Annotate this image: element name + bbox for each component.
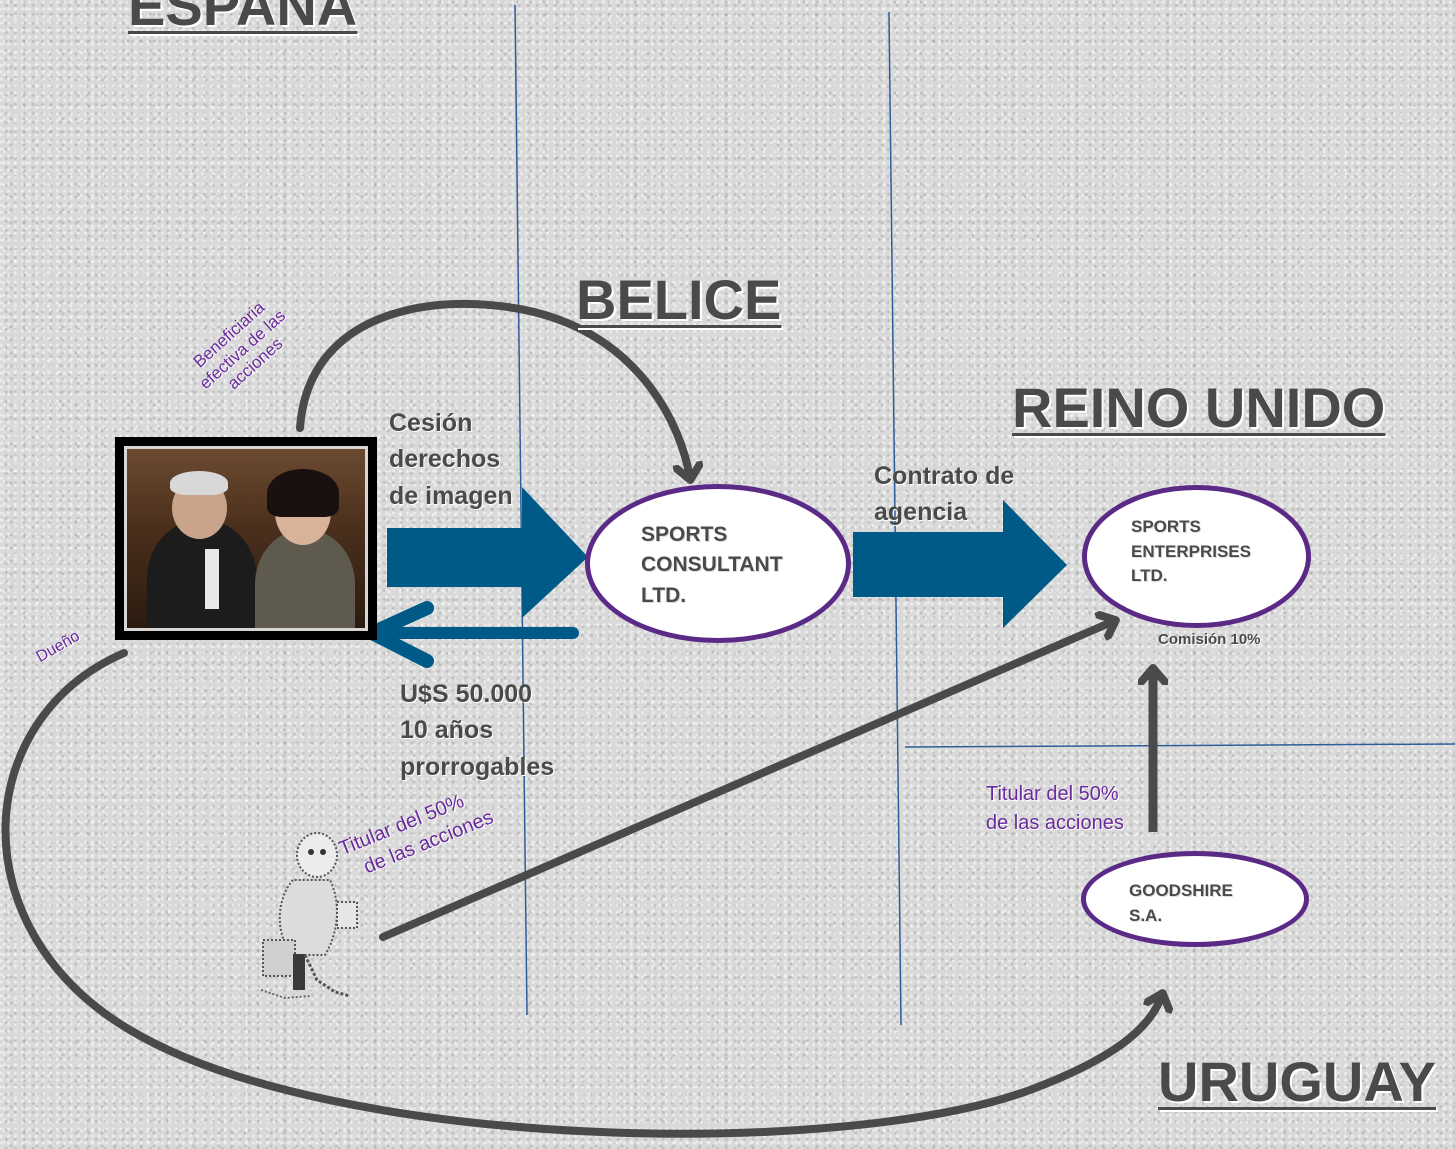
node-sports-enterprises-label: SPORTS ENTERPRISES LTD. (1131, 515, 1251, 589)
label-contrato: Contrato de agencia (874, 458, 1014, 531)
divider-espana-belice (514, 4, 528, 1016)
label-pago-line-1: U$S 50.000 (400, 680, 533, 708)
node-sports-consultant (585, 484, 851, 643)
label-titular-uruguay-line-2: de las acciones (986, 812, 1124, 834)
region-uruguay: URUGUAY (1158, 1050, 1436, 1113)
label-pago-line-2: 10 años (400, 716, 494, 745)
node-sports-consultant-line-1: SPORTS (641, 523, 728, 546)
region-espana: ESPAÑA (128, 0, 358, 37)
node-sports-enterprises-line-3: LTD. (1131, 566, 1168, 586)
arrow-beneficiaria (296, 300, 690, 478)
label-cesion: Cesión derechos de imagen (389, 405, 513, 514)
node-goodshire-line-2: S.A. (1129, 905, 1163, 925)
arrow-contrato (853, 500, 1067, 628)
region-belice: BELICE (576, 268, 782, 331)
label-cesion-line-1: Cesión (389, 409, 473, 437)
divider-belice-reino-unido (888, 11, 902, 1026)
cartoon-figure-icon (260, 832, 358, 1000)
label-cesion-line-2: derechos (389, 445, 501, 474)
label-cesion-line-3: de imagen (389, 481, 513, 510)
label-pago-line-3: prorrogables (400, 752, 555, 781)
node-sports-enterprises (1082, 485, 1311, 628)
arrow-dueno (1, 649, 1162, 1138)
divider-reino-unido-uruguay (904, 743, 1455, 748)
node-goodshire-line-1: GOODSHIRE (1129, 881, 1233, 900)
region-reino-unido: REINO UNIDO (1012, 376, 1386, 439)
couple-photo (115, 437, 377, 640)
label-contrato-line-1: Contrato de (874, 462, 1015, 490)
label-pago: U$S 50.000 10 años prorrogables (400, 676, 554, 785)
arrow-cesion (387, 487, 588, 618)
node-goodshire-label: GOODSHIRE S.A. (1129, 879, 1233, 928)
node-sports-enterprises-line-1: SPORTS (1131, 517, 1201, 536)
label-titular-uruguay: Titular del 50% de las acciones (986, 780, 1124, 838)
arrow-titular-belice (379, 621, 1114, 941)
label-comision: Comisión 10% (1158, 631, 1261, 648)
label-titular-uruguay-line-1: Titular del 50% (986, 783, 1119, 805)
node-sports-consultant-line-3: LTD. (641, 583, 687, 607)
node-sports-consultant-label: SPORTS CONSULTANT LTD. (641, 520, 783, 611)
photo-image (124, 446, 368, 631)
label-contrato-line-2: agencia (874, 498, 968, 527)
node-goodshire (1081, 851, 1309, 947)
node-sports-enterprises-line-2: ENTERPRISES (1131, 541, 1251, 561)
node-sports-consultant-line-2: CONSULTANT (641, 553, 783, 577)
